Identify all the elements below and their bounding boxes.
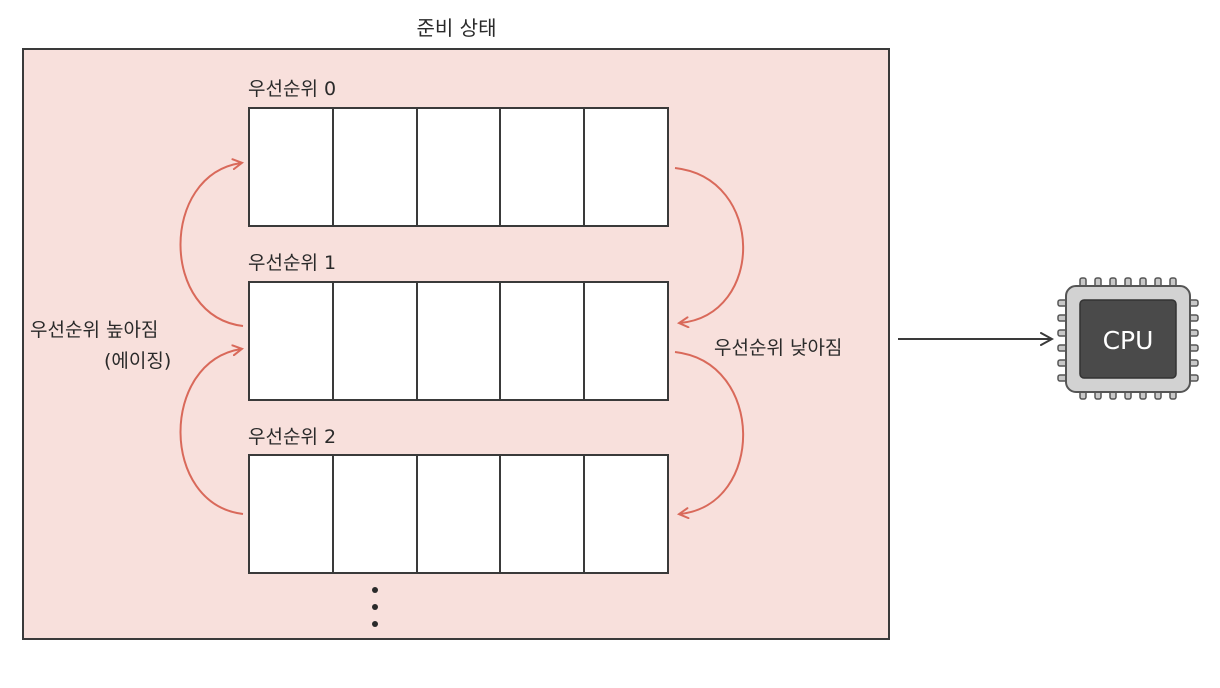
queue-slot — [334, 109, 418, 225]
ellipsis-dot — [372, 587, 378, 593]
more-queues-ellipsis — [370, 585, 380, 635]
cpu-label: CPU — [1103, 326, 1154, 355]
queue-slot — [501, 109, 586, 225]
queue-slot — [334, 456, 418, 572]
ellipsis-dot — [372, 621, 378, 627]
aging-label: (에이징) — [104, 350, 172, 372]
queue-label-priority-0: 우선순위 0 — [248, 78, 337, 100]
queue-slot — [418, 456, 502, 572]
priority-decrease-label: 우선순위 낮아짐 — [714, 337, 843, 359]
aging-arrow-2-to-1 — [179, 349, 243, 515]
cpu-icon: CPU — [1057, 277, 1199, 400]
ellipsis-dot — [372, 604, 378, 610]
queue-slot — [418, 283, 502, 399]
demote-arrow-1-to-2 — [674, 351, 745, 514]
queue-slot — [418, 109, 502, 225]
queue-priority-0 — [248, 107, 669, 227]
queue-slot — [334, 283, 418, 399]
queue-priority-2 — [248, 454, 669, 574]
queue-label-priority-1: 우선순위 1 — [248, 252, 337, 274]
queue-priority-1 — [248, 281, 669, 401]
queue-slot — [250, 456, 334, 572]
queue-slot — [250, 109, 334, 225]
demote-arrow-0-to-1 — [674, 167, 745, 323]
ready-state-title: 준비 상태 — [416, 16, 497, 40]
queue-slot — [250, 283, 334, 399]
queue-label-priority-2: 우선순위 2 — [248, 426, 337, 448]
priority-increase-label: 우선순위 높아짐 — [30, 319, 159, 341]
aging-arrow-1-to-0 — [179, 163, 243, 327]
queue-slot — [501, 283, 586, 399]
queue-slot — [501, 456, 586, 572]
